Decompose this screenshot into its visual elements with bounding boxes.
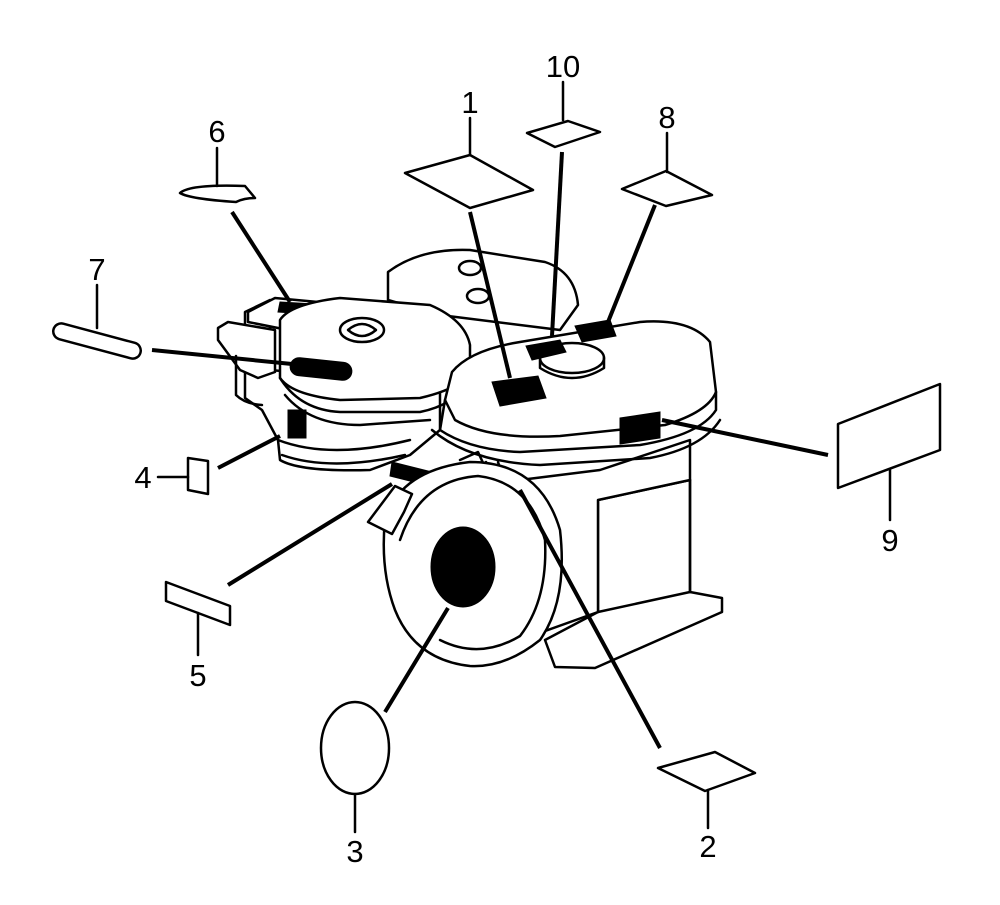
tank-label-9	[619, 411, 661, 445]
callout-5: 5	[189, 658, 206, 693]
callout-7: 7	[88, 252, 105, 287]
side-bracket	[216, 320, 277, 380]
decal-8-outline	[620, 169, 714, 208]
tank-label-8	[574, 319, 617, 343]
decal-shapes	[52, 119, 942, 796]
callout-3: 3	[346, 834, 363, 869]
tank-label-1	[491, 375, 547, 407]
air-cleaner	[278, 296, 472, 402]
decal-6-outline	[178, 184, 257, 204]
callout-10: 10	[546, 49, 580, 84]
starter-hub	[430, 526, 496, 608]
callout-8: 8	[658, 100, 675, 135]
callout-4: 4	[134, 460, 151, 495]
engine-illustration	[216, 248, 724, 670]
decal-10-outline	[525, 119, 602, 149]
callout-numbers: 1 2 3 4 5 6 7 8 9 10	[88, 49, 898, 869]
callout-1: 1	[461, 85, 478, 120]
callout-ticks	[95, 80, 892, 834]
decal-1-outline	[403, 153, 535, 210]
leader-lines	[151, 151, 829, 749]
tank-label-10	[525, 339, 567, 361]
decal-3-outline	[319, 700, 391, 796]
callout-2: 2	[699, 829, 716, 864]
decal-5-outline	[164, 580, 232, 627]
decal-4-outline	[186, 456, 210, 496]
decal-2-outline	[656, 750, 757, 793]
callout-6: 6	[208, 114, 225, 149]
decal-7-outline	[52, 322, 142, 360]
decal-9-outline	[836, 382, 942, 490]
callout-9: 9	[881, 523, 898, 558]
